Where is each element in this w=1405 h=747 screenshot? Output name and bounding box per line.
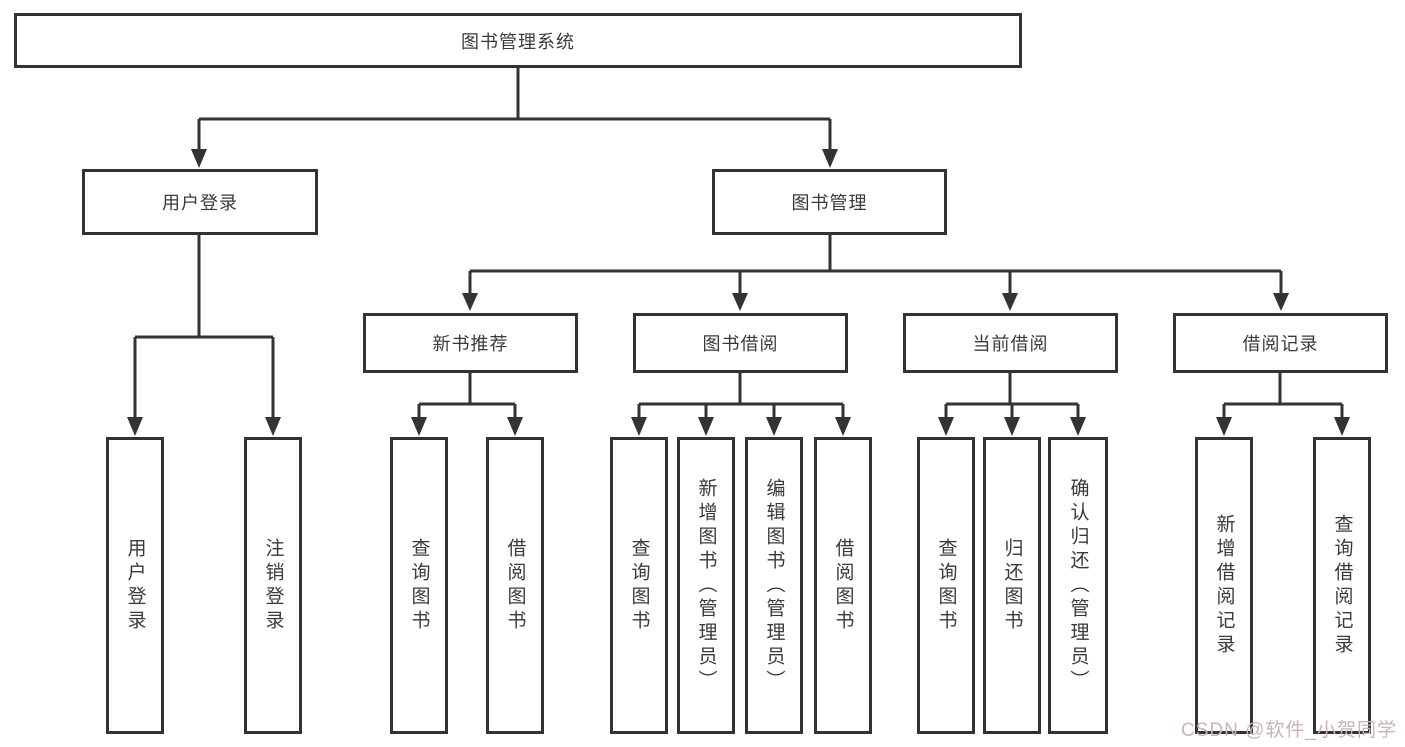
node-new-book-recommendation: 新书推荐 xyxy=(363,313,578,373)
edge-root-to-level1 xyxy=(191,68,838,168)
leaf-user-login: 用户登录 xyxy=(106,437,164,734)
node-root: 图书管理系统 xyxy=(14,13,1022,68)
leaf-query-books-current: 查询图书 xyxy=(917,437,975,734)
leaf-confirm-return-admin: 确认归还（管理员） xyxy=(1048,437,1108,734)
leaf-add-book-admin: 新增图书（管理员） xyxy=(677,437,735,734)
leaf-logout: 注销登录 xyxy=(244,437,302,734)
edge-user-login-to-leaves xyxy=(127,235,281,436)
node-book-borrowing: 图书借阅 xyxy=(633,313,848,373)
node-book-management-branch: 图书管理 xyxy=(712,169,947,235)
watermark-text: CSDN @软件_小贺同学 xyxy=(1181,720,1397,741)
leaf-query-books-recommend: 查询图书 xyxy=(390,437,448,734)
edge-new-book-to-leaves xyxy=(411,373,523,436)
leaf-borrow-books: 借阅图书 xyxy=(814,437,872,734)
edge-current-borrow-to-leaves xyxy=(938,373,1086,436)
leaf-borrow-books-recommend: 借阅图书 xyxy=(486,437,544,734)
leaf-add-borrow-record: 新增借阅记录 xyxy=(1195,437,1253,734)
edge-borrow-records-to-leaves xyxy=(1216,373,1350,436)
edge-book-borrow-to-leaves xyxy=(631,373,851,436)
leaf-return-books: 归还图书 xyxy=(983,437,1041,734)
node-current-borrowing: 当前借阅 xyxy=(903,313,1118,373)
node-user-login-branch: 用户登录 xyxy=(82,169,318,235)
node-borrowing-records: 借阅记录 xyxy=(1173,313,1388,373)
leaf-edit-book-admin: 编辑图书（管理员） xyxy=(745,437,803,734)
leaf-query-borrow-record: 查询借阅记录 xyxy=(1313,437,1371,734)
edge-book-management-to-level2 xyxy=(462,235,1289,311)
leaf-query-books-borrow: 查询图书 xyxy=(610,437,668,734)
